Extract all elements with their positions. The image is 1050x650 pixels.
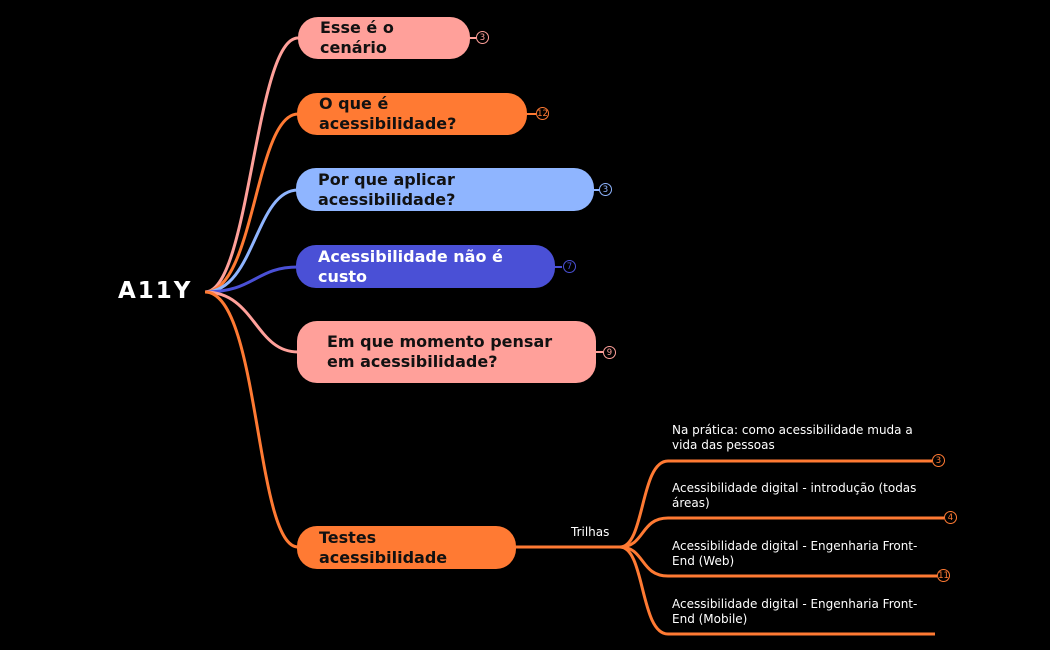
branch-label: Por que aplicar acessibilidade?	[318, 169, 456, 209]
trail-count-badge[interactable]: 4	[944, 511, 957, 524]
branch-label: Em que momento pensar em acessibilidade?	[327, 332, 553, 371]
connector-trail-2	[619, 516, 944, 549]
trilhas-label: Trilhas	[571, 525, 610, 539]
connector-o-que	[204, 112, 299, 294]
branch-count-badge[interactable]: 12	[536, 107, 549, 120]
connector-trail-1	[619, 459, 932, 549]
trail-count-badge[interactable]: 11	[937, 569, 950, 582]
branch-o-que-e-acessibilidade[interactable]: O que é acessibilidade?	[297, 93, 527, 135]
connector-custo	[204, 265, 299, 294]
connector-testes	[204, 290, 299, 549]
branch-count-badge[interactable]: 3	[476, 31, 489, 44]
trail-item-front-end-web[interactable]: Acessibilidade digital - Engenharia Fron…	[672, 539, 918, 568]
connector-trail-4	[619, 545, 935, 636]
branch-em-que-momento[interactable]: Em que momento pensar em acessibilidade?	[297, 321, 596, 383]
branch-acessibilidade-nao-e-custo[interactable]: Acessibilidade não é custo	[296, 245, 555, 288]
branch-label: O que é acessibilidade?	[319, 94, 457, 133]
branch-label: Esse é o cenário	[320, 18, 394, 57]
trail-item-introducao[interactable]: Acessibilidade digital - introdução (tod…	[672, 481, 917, 510]
branch-label: Acessibilidade não é custo	[318, 246, 503, 286]
trail-count-badge[interactable]: 3	[932, 454, 945, 467]
connector-trail-3	[619, 545, 937, 578]
trail-item-front-end-mobile[interactable]: Acessibilidade digital - Engenharia Fron…	[672, 597, 918, 626]
connector-esse	[204, 36, 299, 294]
trail-item-na-pratica[interactable]: Na prática: como acessibilidade muda a v…	[672, 423, 913, 452]
branch-por-que-aplicar[interactable]: Por que aplicar acessibilidade?	[296, 168, 594, 211]
branch-count-badge[interactable]: 9	[603, 346, 616, 359]
connector-por-que	[204, 188, 299, 294]
connector-momento	[204, 290, 299, 354]
branch-count-badge[interactable]: 3	[599, 183, 612, 196]
root-topic[interactable]: A11Y	[118, 278, 193, 304]
branch-esse-e-o-cenario[interactable]: Esse é o cenário	[298, 17, 470, 59]
branch-label: Testes acessibilidade	[319, 527, 448, 567]
branch-testes-acessibilidade[interactable]: Testes acessibilidade	[297, 526, 516, 569]
branch-count-badge[interactable]: 7	[563, 260, 576, 273]
